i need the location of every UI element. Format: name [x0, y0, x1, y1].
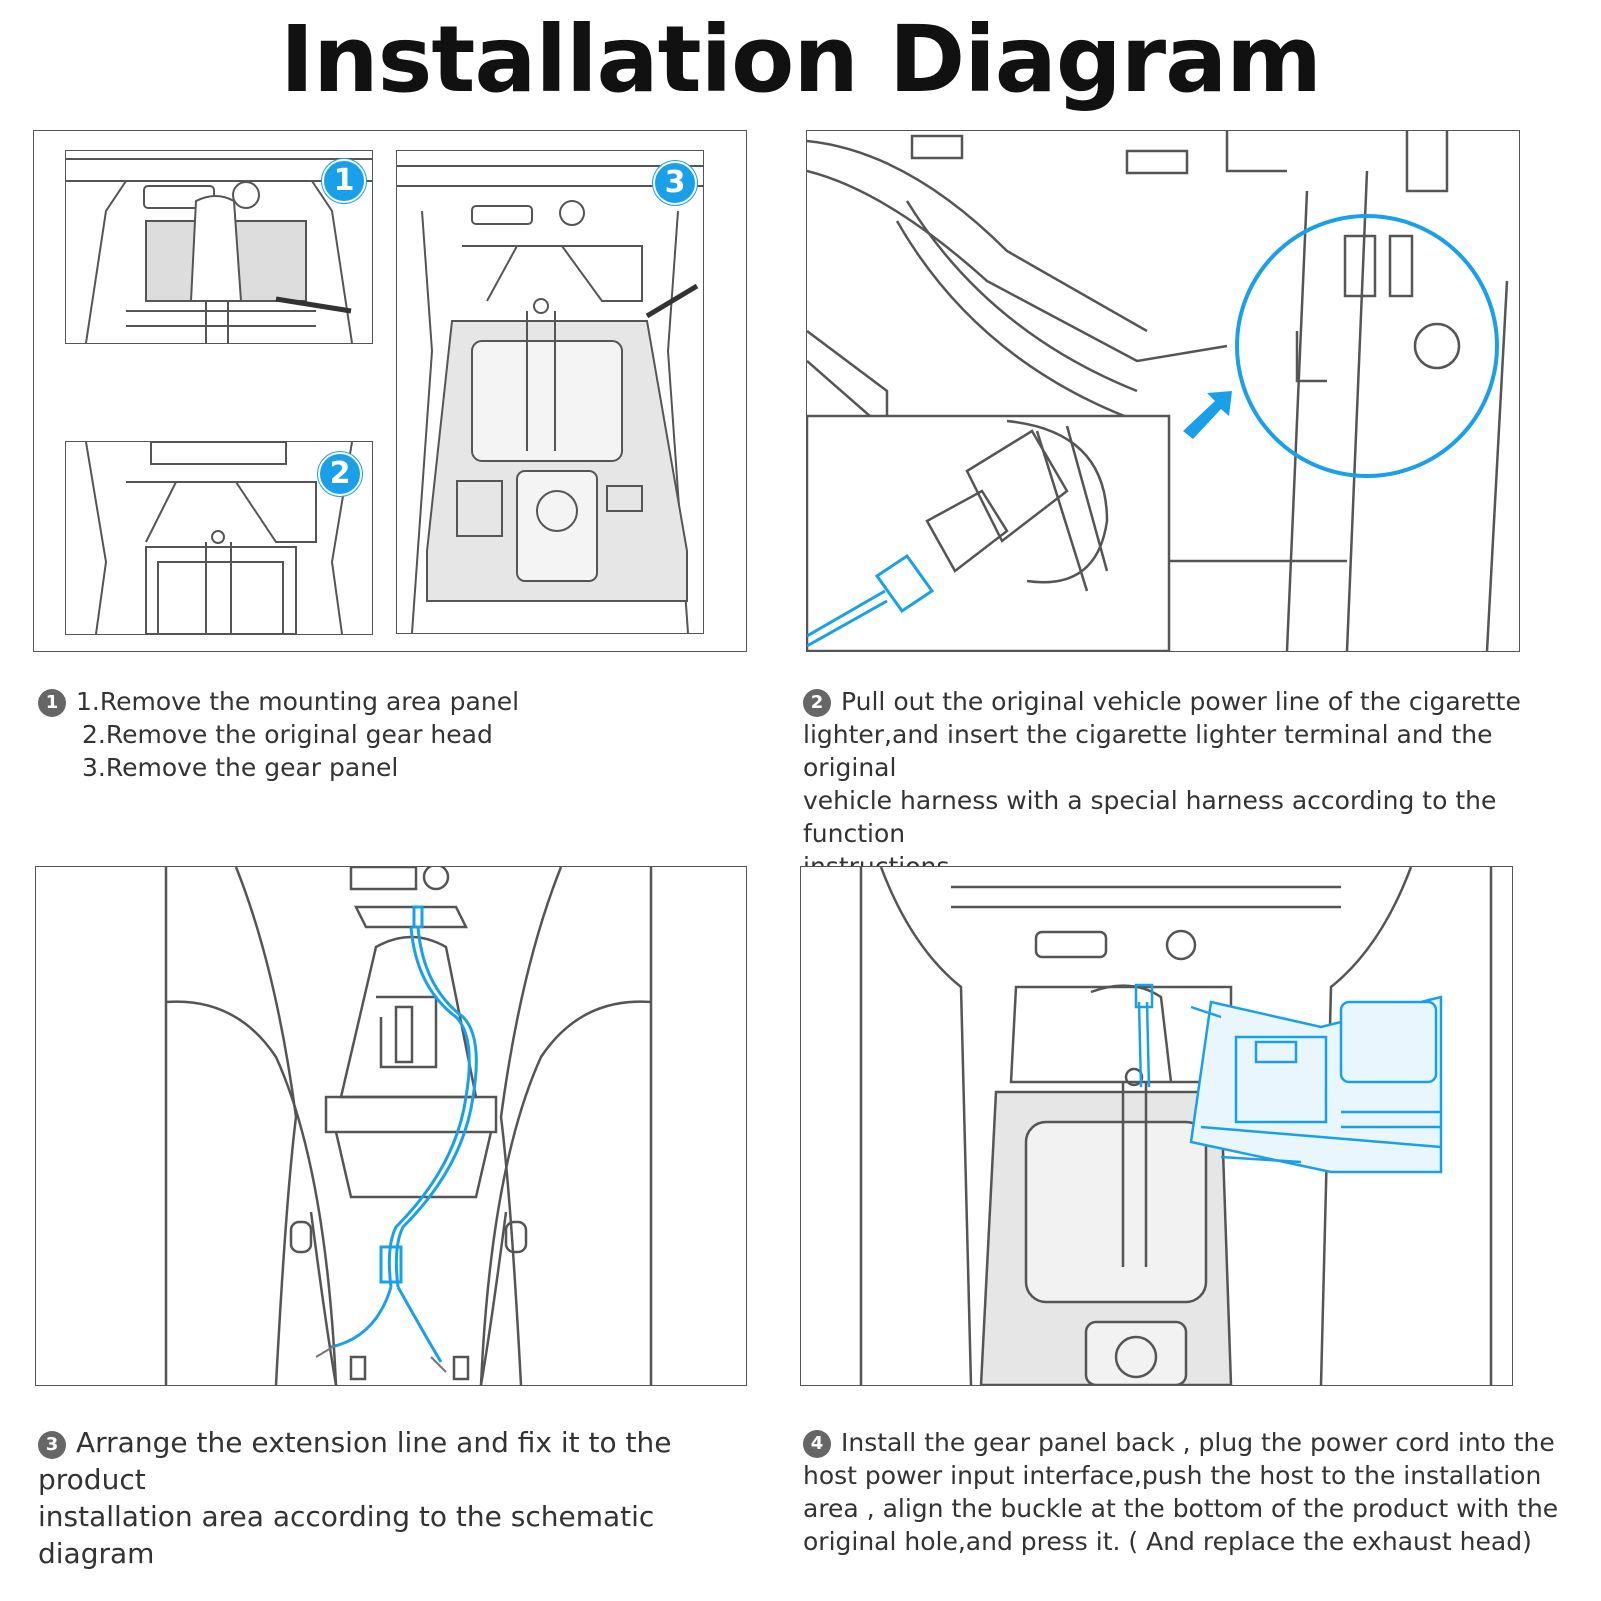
- caption-line: host power input interface,push the host…: [803, 1461, 1542, 1490]
- step-badge-3: 3: [653, 161, 697, 205]
- cigarette-lighter-illustration: [807, 131, 1509, 651]
- caption-step-1: 1 1.Remove the mounting area panel 2.Remo…: [38, 685, 758, 784]
- step-number-3: 3: [38, 1431, 66, 1459]
- panel-step-3: [35, 866, 747, 1386]
- diagram-remove-mounting-panel: 1: [65, 150, 373, 344]
- step-badge-2: 2: [318, 452, 362, 496]
- console-illustration: [397, 165, 703, 633]
- caption-step-2: 2 Pull out the original vehicle power lin…: [803, 685, 1593, 883]
- step-badge-1: 1: [322, 159, 366, 203]
- caption-line: Pull out the original vehicle power line…: [841, 687, 1521, 716]
- caption-line: lighter,and insert the cigarette lighter…: [803, 720, 1493, 782]
- console-illustration: [66, 158, 372, 343]
- panel-step-1: 1 2: [33, 130, 747, 652]
- diagram-remove-gear-panel: 3: [396, 150, 704, 634]
- arrow-icon: [1183, 391, 1232, 439]
- caption-line: installation area according to the schem…: [38, 1500, 655, 1570]
- step-number-4: 4: [803, 1430, 831, 1458]
- step-number-2: 2: [803, 689, 831, 717]
- caption-line: 3.Remove the gear panel: [82, 753, 399, 782]
- caption-line: 2.Remove the original gear head: [82, 720, 493, 749]
- page-title: Installation Diagram: [279, 6, 1322, 113]
- panel-step-2: [806, 130, 1520, 652]
- diagram-remove-gear-head: 2: [65, 441, 373, 635]
- caption-step-4: 4 Install the gear panel back , plug the …: [803, 1426, 1593, 1558]
- caption-line: area , align the buckle at the bottom of…: [803, 1494, 1559, 1523]
- highlight-circle: [1235, 214, 1499, 478]
- caption-line: Arrange the extension line and fix it to…: [38, 1426, 672, 1496]
- extension-line-illustration: [164, 867, 653, 1385]
- panel-step-4: [800, 866, 1513, 1386]
- step-number-1: 1: [38, 689, 66, 717]
- caption-line: vehicle harness with a special harness a…: [803, 786, 1497, 848]
- caption-line: 1.Remove the mounting area panel: [76, 687, 520, 716]
- caption-line: Install the gear panel back , plug the p…: [841, 1428, 1555, 1457]
- host-install-illustration: [859, 867, 1493, 1385]
- caption-line: original hole,and press it. ( And replac…: [803, 1527, 1532, 1556]
